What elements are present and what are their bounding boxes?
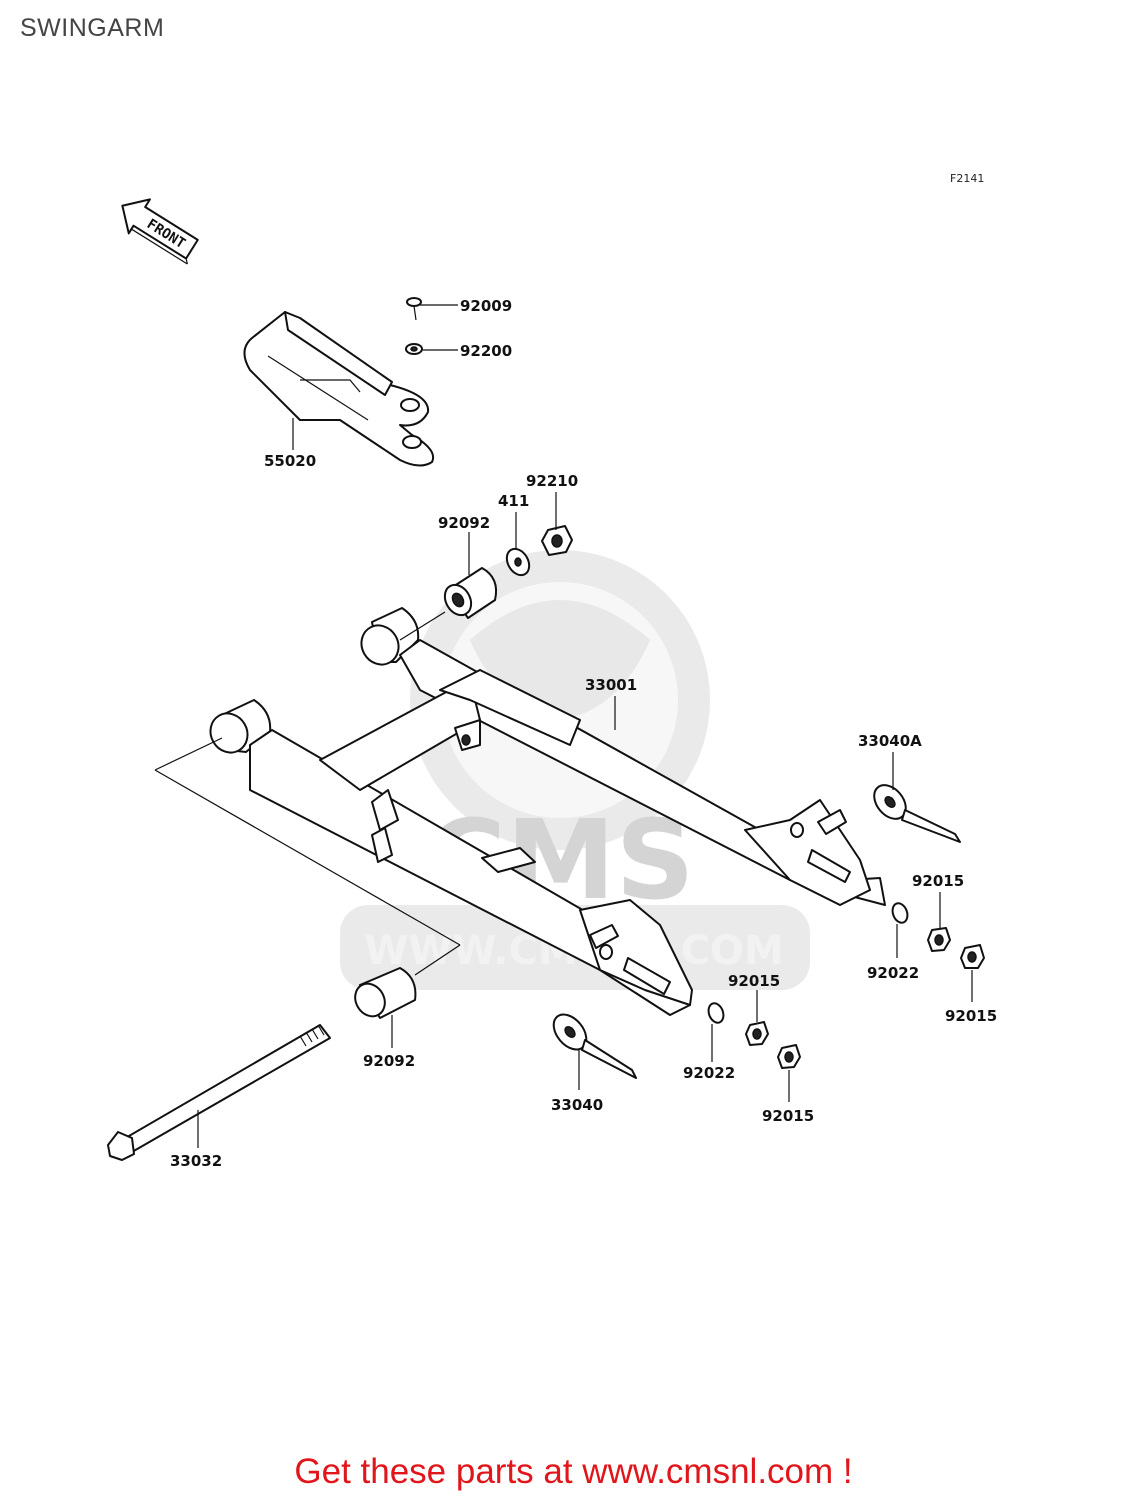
- get-parts-link[interactable]: Get these parts at www.cmsnl.com !: [294, 1452, 853, 1491]
- nut-92015-right-icon: [960, 944, 985, 969]
- figure-code: F2141: [950, 172, 985, 185]
- part-label-55020: 55020: [264, 452, 316, 470]
- part-label-92022-right: 92022: [867, 964, 919, 982]
- assembly-guide-lines: [154, 611, 461, 976]
- front-direction-icon: FRONT: [121, 198, 199, 265]
- part-label-33040: 33040: [551, 1096, 603, 1114]
- part-label-33001: 33001: [585, 676, 637, 694]
- nut-92015-mid-icon: [745, 1021, 769, 1046]
- screw-icon: [406, 297, 422, 321]
- nut-92210-icon: [541, 525, 573, 556]
- washer-411-icon: [505, 547, 531, 577]
- washer-icon: [405, 343, 423, 355]
- part-label-92092-upper: 92092: [438, 514, 490, 532]
- page-title: SWINGARM: [20, 14, 165, 42]
- part-label-92022-left: 92022: [683, 1064, 735, 1082]
- part-label-92009: 92009: [460, 297, 512, 315]
- washer-92022-right-icon: [891, 902, 909, 924]
- part-label-92210: 92210: [526, 472, 578, 490]
- part-label-92092-lower: 92092: [363, 1052, 415, 1070]
- part-label-92015-upper: 92015: [912, 872, 964, 890]
- collar-upper-icon: [443, 567, 498, 619]
- part-label-92015-lower: 92015: [762, 1107, 814, 1125]
- chain-adjuster-left-icon: [552, 1013, 637, 1079]
- washer-92022-left-icon: [707, 1002, 725, 1024]
- part-label-411: 411: [498, 492, 529, 510]
- leader-lines: [197, 304, 973, 1148]
- part-label-33040A: 33040A: [858, 732, 922, 750]
- part-label-92015-right: 92015: [945, 1007, 997, 1025]
- swingarm-exploded-diagram: CMS WWW.CMSNL.COM FRONT: [107, 198, 997, 1170]
- pivot-shaft-icon: [107, 1024, 331, 1161]
- chain-guide-icon: [243, 311, 434, 467]
- part-label-92015-mid: 92015: [728, 972, 780, 990]
- part-label-92200: 92200: [460, 342, 512, 360]
- nut-92015-lower-icon: [777, 1044, 801, 1069]
- part-label-33032: 33032: [170, 1152, 222, 1170]
- collar-lower-icon: [354, 967, 417, 1019]
- nut-92015-upper-icon: [927, 927, 951, 952]
- chain-adjuster-right-icon: [873, 784, 961, 843]
- swingarm-icon: [209, 607, 886, 1016]
